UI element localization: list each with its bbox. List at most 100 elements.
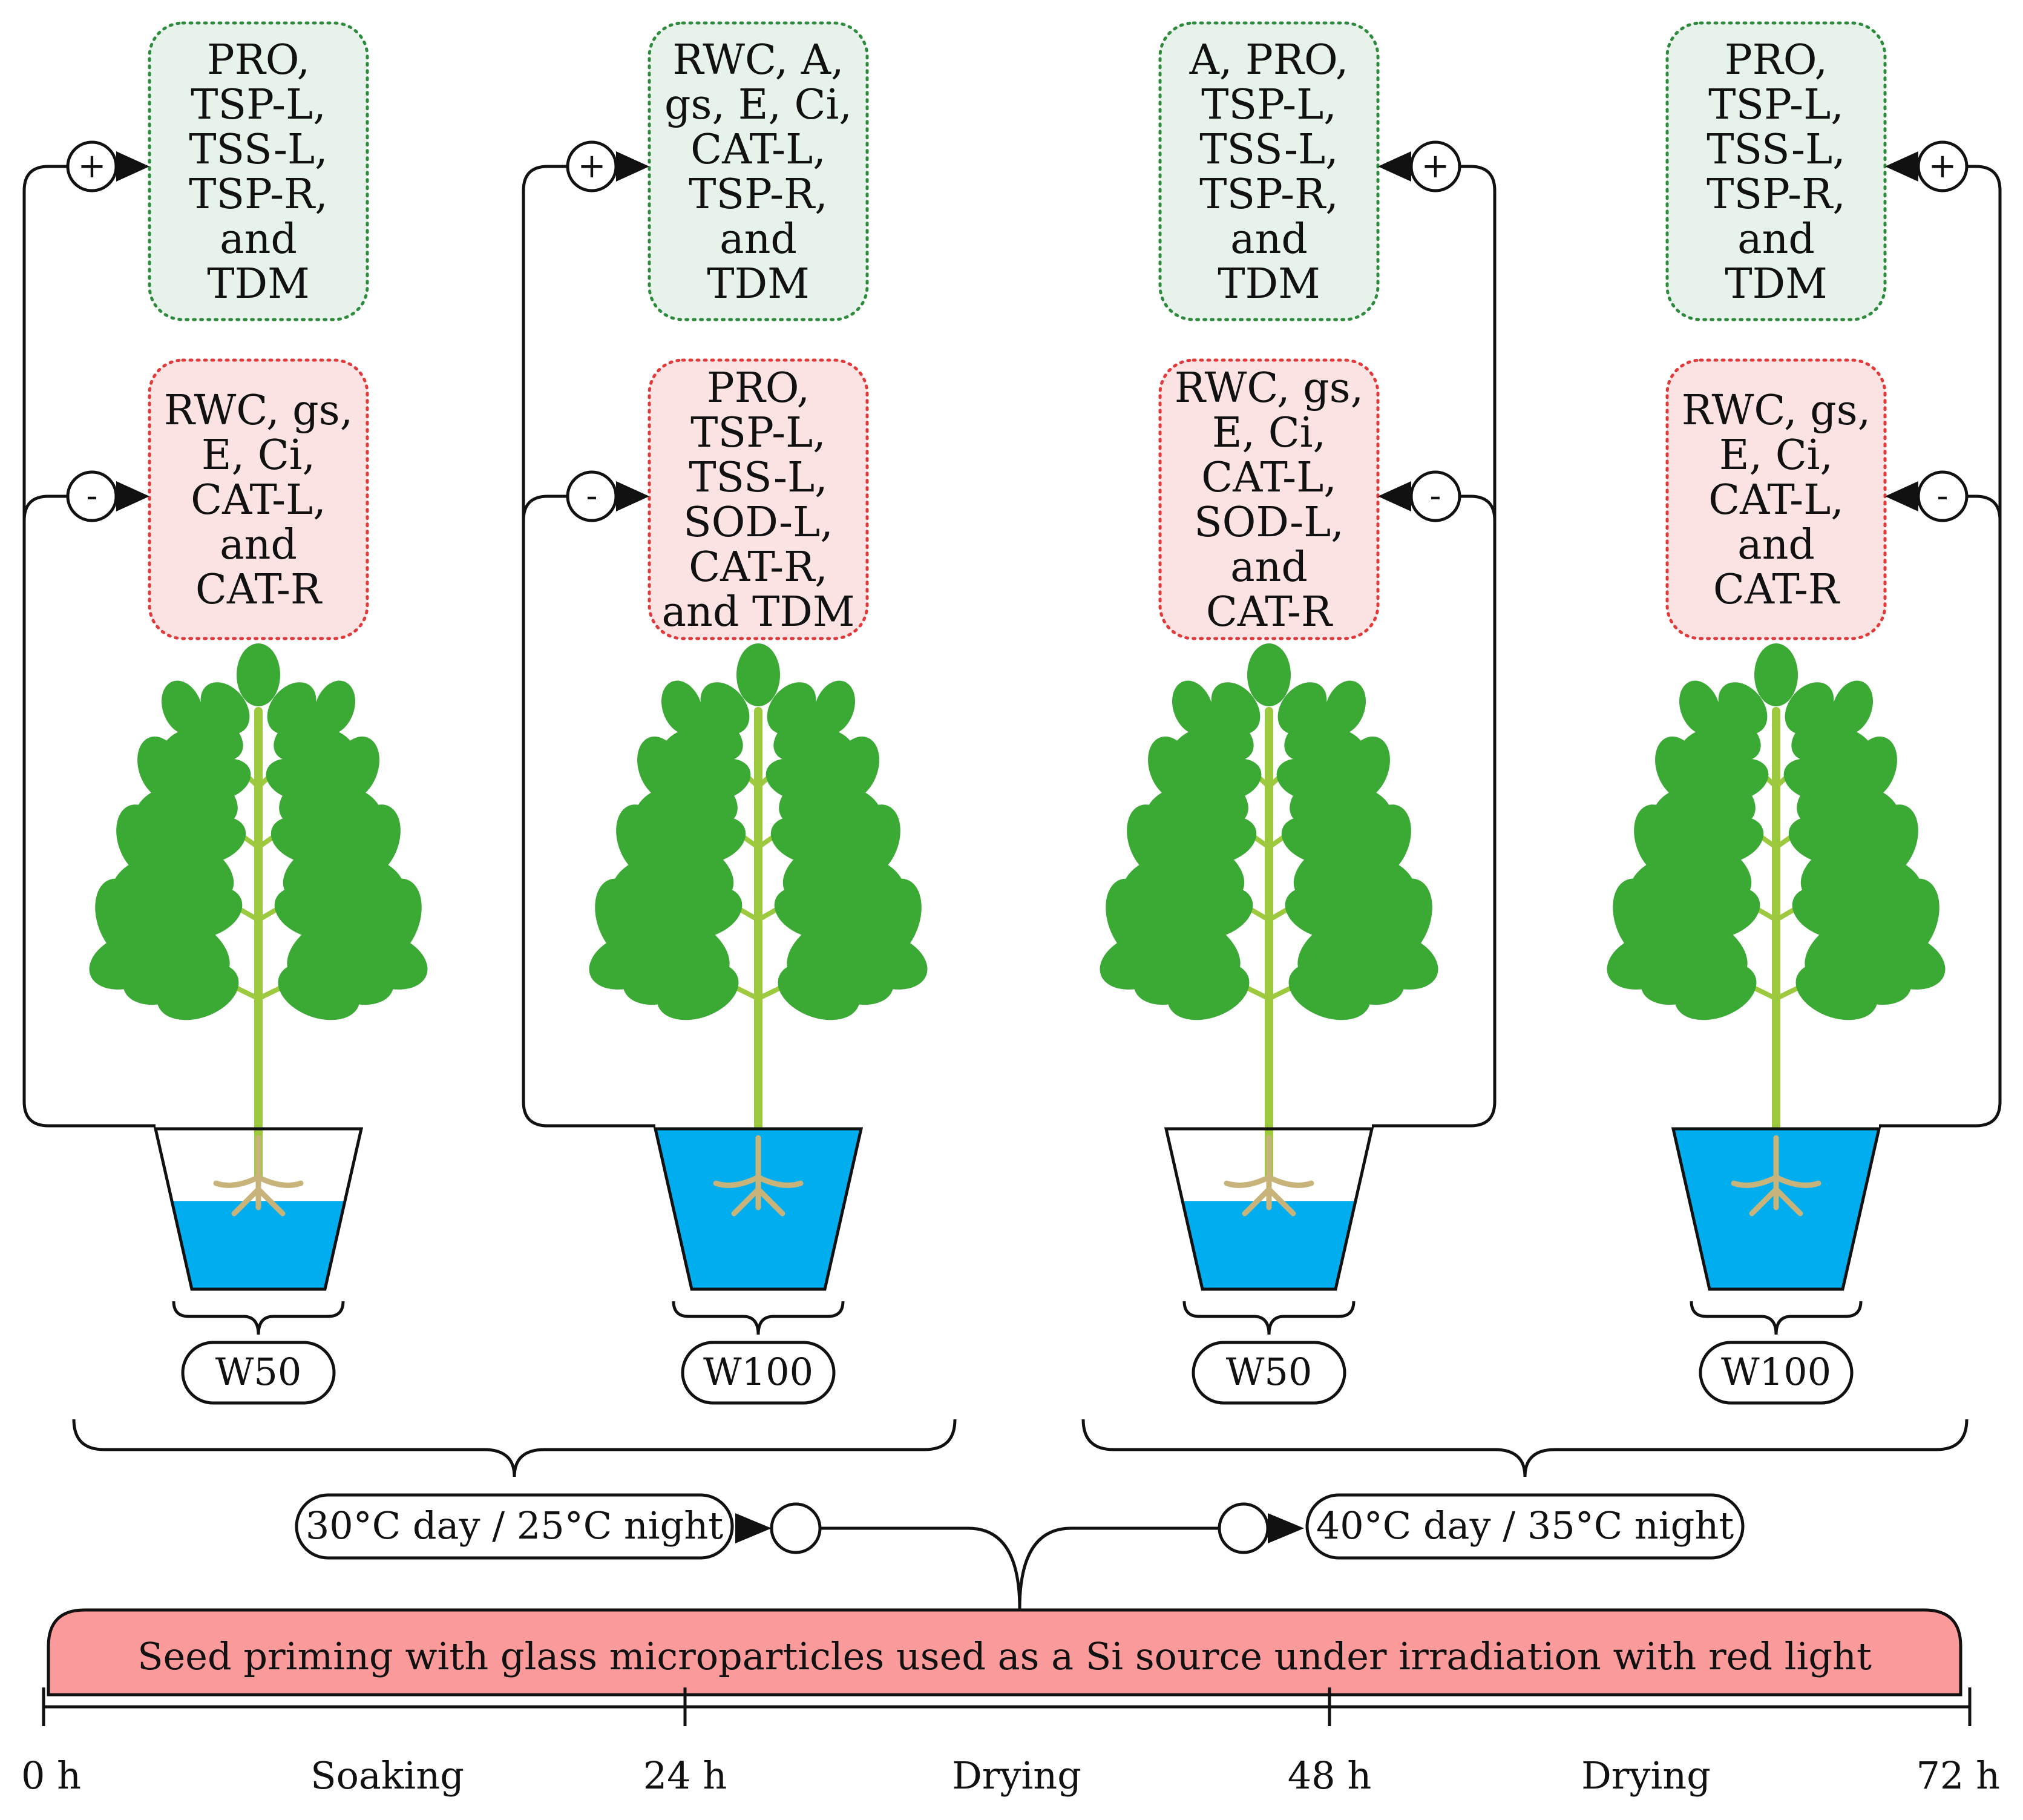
negative-effects-box — [1665, 358, 1887, 640]
positive-effect-line: TSP-L, — [191, 81, 326, 129]
pot-outline — [153, 1127, 364, 1291]
positive-effect-line: RWC, A, — [672, 36, 844, 84]
positive-effect-line: and — [720, 215, 797, 263]
timeline-phase-label: Drying — [952, 1753, 1081, 1798]
plant-leaf — [1754, 643, 1798, 706]
plant-leaf — [237, 643, 280, 706]
positive-effect-line: TDM — [1725, 260, 1828, 308]
pot-brace — [672, 1301, 845, 1335]
positive-arrow-icon — [1885, 151, 1918, 182]
water-label-box — [1192, 1341, 1346, 1405]
positive-arrow-icon — [616, 151, 649, 182]
temperature-right-label: 40°C day / 35°C night — [1316, 1503, 1734, 1548]
plant-roots — [1731, 1135, 1821, 1217]
plant-leaf — [332, 855, 405, 908]
plant-leaf — [612, 855, 685, 908]
plant-leaf — [1146, 786, 1209, 833]
positive-effect-line: TSP-L, — [1708, 81, 1844, 129]
plant-leaf — [661, 728, 715, 770]
negative-effect-line: RWC, gs, — [164, 387, 353, 435]
panel-connector-loop — [22, 165, 156, 1128]
plant-leaf — [267, 682, 316, 734]
negative-arrow-icon — [1885, 481, 1918, 511]
water-label: W50 — [215, 1350, 302, 1394]
positive-effect-line: TSS-L, — [1707, 126, 1846, 174]
positive-effect-line: and — [1230, 215, 1308, 263]
plant-leaf — [1329, 786, 1392, 833]
positive-effect-line: and — [1737, 215, 1815, 263]
positive-sign: + — [78, 146, 107, 186]
positive-effect-line: PRO, — [207, 36, 310, 84]
positive-effects-box — [1665, 21, 1887, 321]
negative-sign: - — [1430, 476, 1441, 516]
panel-connector-loop — [522, 165, 655, 1128]
positive-effect-line: TSP-R, — [189, 171, 328, 218]
positive-sign: + — [578, 146, 606, 186]
pot-outline — [1164, 1127, 1374, 1291]
plant-leaf — [1312, 728, 1366, 770]
pot-outline — [653, 1127, 864, 1291]
negative-effect-line: CAT-R — [1713, 566, 1840, 614]
right-fork-arrow-icon — [1268, 1513, 1304, 1543]
negative-effect-line: RWC, gs, — [1682, 387, 1871, 435]
positive-effect-line: gs, E, Ci, — [664, 81, 852, 129]
negative-effect-line: E, Ci, — [1212, 409, 1326, 457]
plant-leaf — [1247, 643, 1291, 706]
negative-effects-box — [1158, 358, 1380, 640]
water-label: W100 — [1721, 1350, 1831, 1394]
plant-roots — [713, 1135, 804, 1217]
temperature-left-label: 30°C day / 25°C night — [306, 1503, 723, 1548]
positive-effect-line: CAT-L, — [690, 126, 826, 174]
negative-effect-line: CAT-L, — [1201, 454, 1337, 502]
timeline-tick-label: 24 h — [643, 1753, 727, 1798]
negative-effect-line: SOD-L, — [683, 499, 833, 547]
priming-banner: Seed priming with glass microparticles u… — [47, 1608, 1962, 1697]
negative-effect-line: PRO, — [707, 364, 810, 412]
plant-leaf — [1653, 786, 1716, 833]
timeline-phase-label: Soaking — [310, 1753, 464, 1798]
plant-leaf — [1863, 931, 1946, 990]
plant-leaf — [767, 682, 816, 734]
plant-roots — [213, 1135, 304, 1217]
plant-leaf — [661, 680, 703, 735]
panel-connector-loop — [1372, 165, 1497, 1128]
negative-effect-line: and TDM — [662, 588, 855, 636]
plant-leaf — [1123, 855, 1196, 908]
plant-roots — [1224, 1135, 1314, 1217]
plant-leaf — [314, 680, 355, 735]
positive-effect-line: TSP-R, — [689, 171, 828, 218]
negative-arrow-icon — [1378, 481, 1411, 511]
water-label-box — [1699, 1341, 1854, 1405]
water-label-box — [181, 1341, 336, 1405]
positive-effect-line: TSS-L, — [189, 126, 328, 174]
positive-effect-line: TSP-R, — [1707, 171, 1846, 218]
negative-effects-box — [648, 358, 869, 640]
left-fork-arrow-icon — [735, 1513, 772, 1543]
negative-effect-line: TSS-L, — [689, 454, 828, 502]
negative-effect-line: CAT-R — [195, 566, 323, 614]
positive-sign: + — [1929, 146, 1957, 186]
plant-leaf — [1679, 680, 1720, 735]
plant-leaf — [589, 931, 671, 990]
plant-leaf — [818, 786, 882, 833]
positive-sign: + — [1421, 146, 1450, 186]
plant-leaf — [1100, 931, 1182, 990]
negative-effect-line: CAT-L, — [1708, 476, 1844, 524]
negative-arrow-icon — [116, 481, 149, 511]
plant-leaf — [112, 855, 185, 908]
positive-effect-line: TSP-R, — [1199, 171, 1339, 218]
positive-effect-line: TSP-L, — [1201, 81, 1337, 129]
temperature-fork-connector — [820, 1526, 1219, 1609]
negative-sign: - — [87, 476, 98, 516]
negative-effect-line: CAT-L, — [191, 476, 326, 524]
positive-effect-line: TDM — [207, 260, 310, 308]
temperature-left-box: 30°C day / 25°C night — [295, 1493, 734, 1560]
water-label-box — [681, 1341, 836, 1405]
left-group-brace — [72, 1419, 957, 1477]
positive-effect-line: TDM — [1218, 260, 1320, 308]
timeline-tick-label: 48 h — [1288, 1753, 1372, 1798]
